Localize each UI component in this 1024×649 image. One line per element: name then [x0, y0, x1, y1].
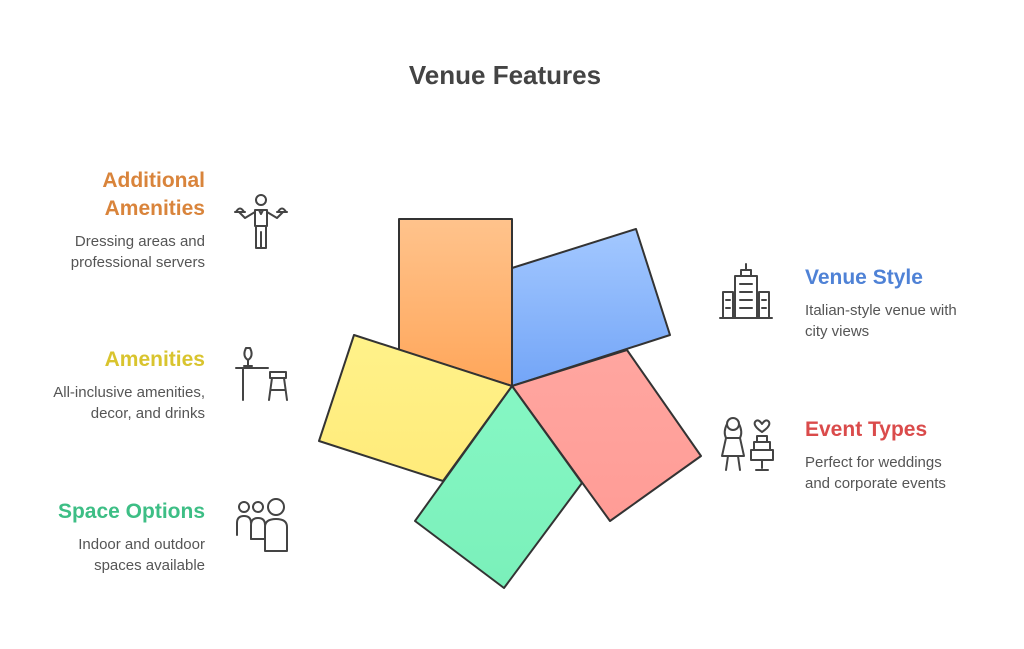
feature-venue-style: Venue Style Italian-style venue with cit… [805, 264, 957, 342]
people-group-icon [234, 495, 290, 555]
waiter-icon [233, 192, 289, 252]
desc-line-1: All-inclusive amenities, [53, 384, 205, 401]
feature-amenities: Amenities All-inclusive amenities, decor… [53, 346, 205, 424]
blade-amenities [318, 334, 513, 482]
feature-heading: Venue Style [805, 266, 923, 289]
feature-description: Indoor and outdoor spaces available [58, 534, 205, 576]
diagram-title: Venue Features [408, 60, 602, 90]
desc-line-1: Italian-style venue with [805, 302, 957, 319]
heading-line-2: Amenities [104, 197, 205, 220]
desc-line-2: and corporate events [805, 475, 946, 492]
feature-description: All-inclusive amenities, decor, and drin… [53, 382, 205, 424]
blade-venue-style [511, 228, 671, 387]
desc-line-2: professional servers [70, 254, 205, 271]
feature-heading: Amenities [104, 348, 205, 371]
desc-line-1: Dressing areas and [74, 233, 205, 250]
desc-line-1: Indoor and outdoor [78, 536, 205, 553]
feature-event-types: Event Types Perfect for weddings and cor… [805, 416, 946, 494]
feature-description: Perfect for weddings and corporate event… [805, 452, 946, 494]
feature-heading: Additional Amenities [71, 167, 205, 223]
wedding-cake-icon [718, 414, 774, 474]
desc-line-2: spaces available [94, 557, 205, 574]
feature-description: Dressing areas and professional servers [71, 231, 205, 273]
desc-line-1: Perfect for weddings [805, 454, 942, 471]
feature-description: Italian-style venue with city views [805, 300, 957, 342]
bar-stool-icon [234, 344, 290, 404]
feature-space-options: Space Options Indoor and outdoor spaces … [58, 498, 205, 576]
desc-line-2: decor, and drinks [90, 405, 205, 422]
feature-additional-amenities: Additional Amenities Dressing areas and … [71, 167, 205, 273]
feature-heading: Event Types [805, 418, 928, 441]
desc-line-2: city views [805, 323, 870, 340]
heading-line-1: Additional [102, 169, 205, 192]
feature-heading: Space Options [57, 500, 205, 523]
city-buildings-icon [718, 262, 774, 322]
